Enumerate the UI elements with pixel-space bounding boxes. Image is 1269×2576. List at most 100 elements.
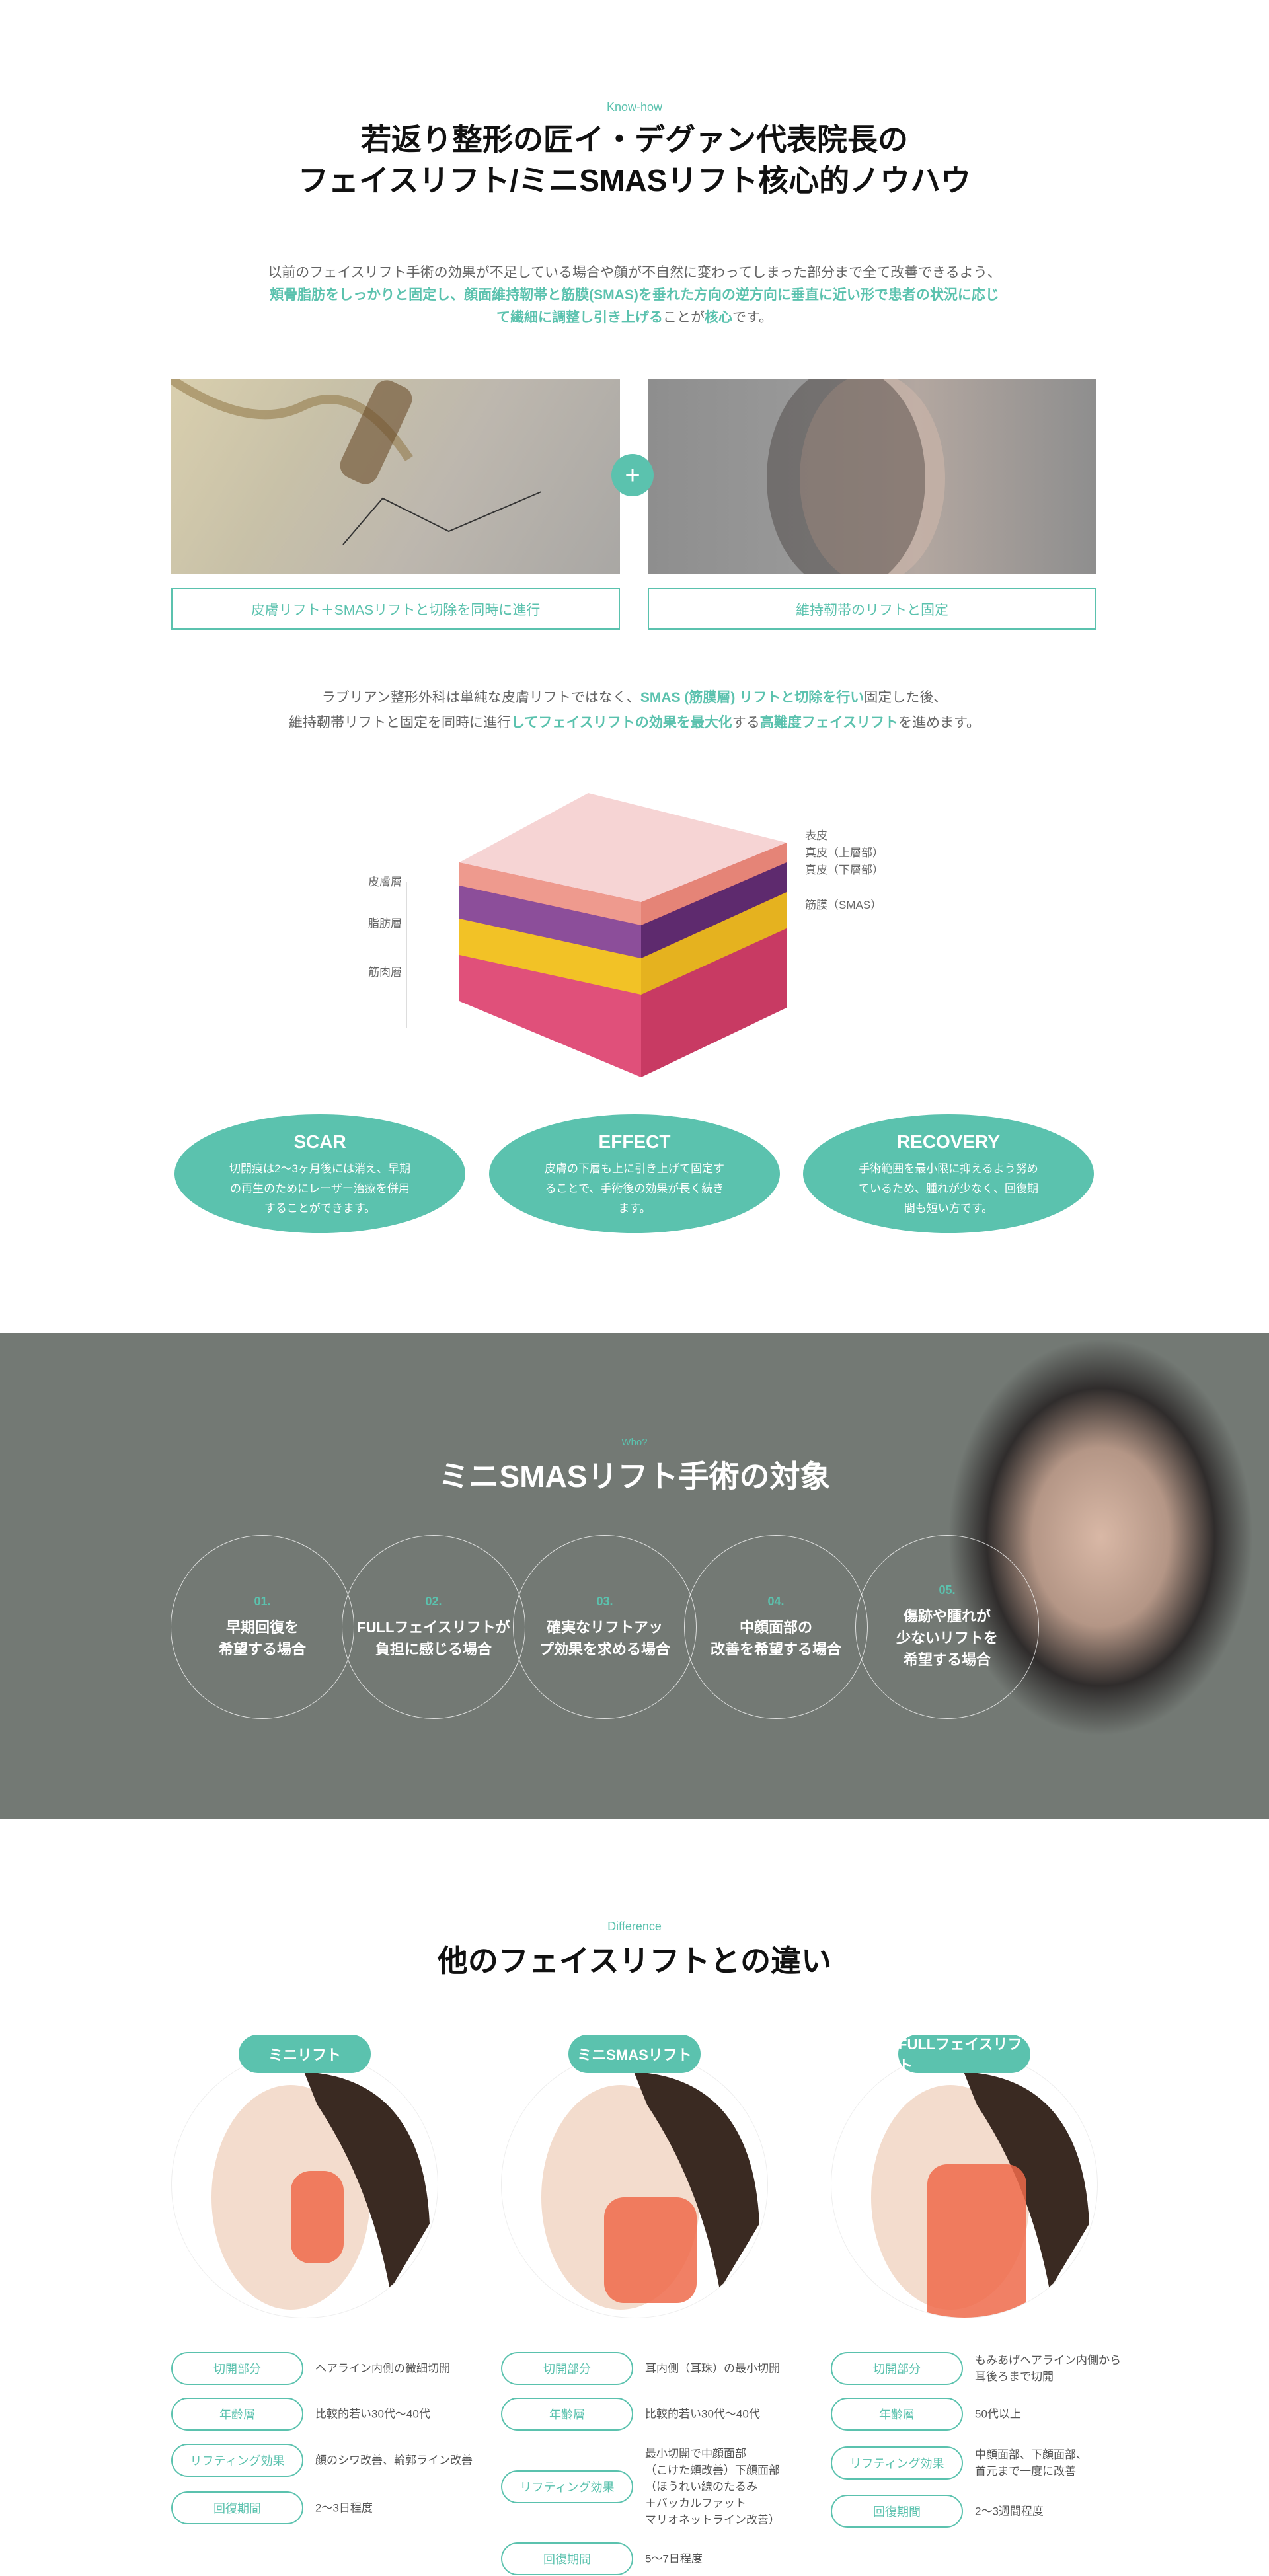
item-number: 05. [939, 1583, 956, 1597]
row-value: 5～7日程度 [645, 2552, 703, 2565]
item-text: 早期回復を [225, 1618, 299, 1636]
row-value: 耳内側（耳珠）の最小切開 [645, 2362, 780, 2375]
knowhow-description: ラブリアン整形外科は単純な皮膚リフトではなく、SMAS (筋膜層) リフトと切除… [0, 685, 1269, 736]
knowhow-eyebrow: Know-how [606, 100, 663, 114]
who-section: Who? ミニSMASリフト手術の対象 01. 早期回復を希望する場合 02. FU… [0, 1333, 1269, 1819]
sketch-illustration [171, 379, 542, 545]
item-text: 傷跡や腫れが [903, 1608, 991, 1624]
item-text: 負担に感じる場合 [375, 1640, 492, 1657]
who-title: ミニSMASリフト手術の対象 [438, 1459, 831, 1494]
card-effect: EFFECT 皮膚の下層も上に引き上げて固定することで、手術後の効果が長く続きます… [489, 1114, 780, 1233]
row-label: 切開部分 [831, 2352, 963, 2385]
item-text: 改善を希望する場合 [710, 1640, 841, 1657]
card-recovery: RECOVERY 手術範囲を最小限に抑えるよう努めているため、腫れが少なく、回復期… [803, 1114, 1094, 1233]
row-label: 切開部分 [171, 2352, 303, 2385]
item-text: プ効果を求める場合 [539, 1640, 670, 1657]
target-item-01: 01. 早期回復を希望する場合 [171, 1535, 354, 1719]
difference-title: 他のフェイスリフトとの違い [437, 1944, 832, 1978]
row-label: 回復期間 [501, 2542, 633, 2575]
item-text: 希望する場合 [218, 1640, 306, 1657]
card-desc: 手術範囲を最小限に抑えるよう努めているため、腫れが少なく、回復期間も短い方です。 [859, 1162, 1038, 1215]
card-desc: 皮膚の下層も上に引き上げて固定することで、手術後の効果が長く続きます。 [545, 1162, 724, 1215]
intro-text: です。 [732, 310, 773, 325]
target-item-02: 02. FULLフェイスリフトが負担に感じる場合 [342, 1535, 525, 1719]
knowhow-intro: 以前のフェイスリフト手術の効果が不足している場合や顔が不自然に変わってしまった部… [0, 262, 1269, 329]
intro-highlight: て繊細に調整し引き上げる [496, 310, 664, 325]
item-number: 02. [425, 1594, 442, 1608]
intro-text: ことが [663, 310, 705, 325]
card-desc: 切開痕は2～3ヶ月後には消え、早期の再生のためにレーザー治療を併用することができ… [229, 1162, 410, 1215]
desc-text: 固定した後、 [864, 690, 948, 705]
face-anatomy-photo [648, 379, 1096, 574]
label-fat-layer: 脂肪層 [368, 917, 402, 930]
lift-type-pill: FULLフェイスリフト [898, 2035, 1030, 2074]
title-line-2: フェイスリフト/ミニSMASリフト核心的ノウハウ [297, 163, 972, 198]
bracket-line [406, 882, 407, 1028]
row-value: 50代以上 [975, 2407, 1021, 2421]
target-item-04: 04.中顔面部の改善を希望する場合 [684, 1535, 868, 1719]
item-number: 03. [596, 1594, 613, 1608]
label-epidermis: 表皮 [805, 829, 827, 842]
row-label: 年齢層 [171, 2398, 303, 2431]
row-value: 比較的若い30代～40代 [645, 2407, 760, 2421]
intro-line-3: て繊細に調整し引き上げることが核心です。 [0, 307, 1269, 329]
title-line-1: 若返り整形の匠イ・デグァン代表院長の [361, 122, 908, 157]
row-value: ヘアライン内側の微細切開 [315, 2362, 450, 2375]
who-eyebrow: Who? [621, 1437, 648, 1448]
label-muscle-layer: 筋肉層 [368, 966, 402, 979]
row-label: リフティング効果 [501, 2470, 633, 2503]
row-label: 年齢層 [831, 2398, 963, 2431]
desc-highlight: してフェイスリフトの効果を最大化 [510, 715, 732, 730]
skin-layer-diagram [456, 793, 787, 1077]
target-item-03: 03. 確実なリフトアップ効果を求める場合 [513, 1535, 697, 1719]
row-value: 顔のシワ改善、輪郭ライン改善 [315, 2454, 473, 2467]
row-value: 2～3日程度 [315, 2501, 373, 2515]
lift-type-pill: ミニSMASリフト [568, 2035, 701, 2073]
desc-line-2: 維持靭帯リフトと固定を同時に進行してフェイスリフトの効果を最大化する高難度フェイ… [0, 710, 1269, 736]
item-text: 確実なリフトアッ [546, 1618, 663, 1636]
intro-line-2: 頬骨脂肪をしっかりと固定し、顔面維持靭帯と筋膜(SMAS)を垂れた方向の逆方向に… [270, 287, 999, 303]
row-label: 切開部分 [501, 2352, 633, 2385]
row-value: 2～3週間程度 [975, 2505, 1044, 2518]
label-smas: 筋膜（SMAS） [805, 899, 882, 911]
row-label: 年齢層 [501, 2398, 633, 2431]
target-item-05: 05.傷跡や腫れが少ないリフトを希望する場合 [855, 1535, 1039, 1719]
card-title: EFFECT [598, 1131, 671, 1152]
card-title: SCAR [293, 1131, 346, 1152]
item-text: 中顔面部の [739, 1618, 812, 1636]
card-title: RECOVERY [896, 1131, 1001, 1152]
row-label: リフティング効果 [171, 2444, 303, 2477]
row-label: 回復期間 [171, 2491, 303, 2524]
row-value: 比較的若い30代～40代 [315, 2407, 430, 2421]
item-number: 01. [254, 1594, 271, 1608]
face-illustration [767, 379, 945, 574]
caption-skin-smas-lift: 皮膚リフト＋SMASリフトと切除を同時に進行 [171, 588, 620, 630]
desc-text: ラブリアン整形外科は単純な皮膚リフトではなく、 [321, 690, 640, 705]
desc-line-1: ラブリアン整形外科は単純な皮膚リフトではなく、SMAS (筋膜層) リフトと切除… [0, 685, 1269, 710]
face-lift-illustration [212, 2072, 430, 2310]
plus-icon: + [611, 454, 654, 496]
face-lift-illustration [871, 2072, 1089, 2318]
row-value: 最小切開で中顔面部 （こけた頬改善）下顔面部 （ほうれい線のたるみ ＋バッカルフ… [645, 2447, 780, 2526]
intro-highlight: 核心 [705, 310, 733, 325]
row-label: リフティング効果 [831, 2446, 963, 2480]
face-lift-illustration [541, 2072, 759, 2310]
desc-highlight: SMAS (筋膜層) リフトと切除を行い [640, 690, 865, 705]
face-illustration [831, 2051, 1098, 2318]
face-illustration [171, 2051, 438, 2318]
knowhow-title: 若返り整形の匠イ・デグァン代表院長の フェイスリフト/ミニSMASリフト核心的ノ… [0, 119, 1269, 201]
card-scar: SCAR 切開痕は2～3ヶ月後には消え、早期の再生のためにレーザー治療を併用するこ… [174, 1114, 465, 1233]
label-dermis-lower: 真皮（下層部） [805, 864, 884, 876]
difference-eyebrow: Difference [607, 1920, 662, 1933]
row-value: 中顔面部、下顔面部、 首元まで一度に改善 [975, 2448, 1087, 2478]
item-text: 少ないリフトを [896, 1630, 998, 1646]
label-dermis-upper: 真皮（上層部） [805, 847, 884, 859]
row-label: 回復期間 [831, 2495, 963, 2528]
item-text: FULLフェイスリフトが [357, 1618, 510, 1636]
surgeon-drawing-photo [171, 379, 620, 574]
desc-text: する [732, 715, 760, 730]
label-skin-layer: 皮膚層 [368, 876, 402, 888]
desc-highlight: 高難度フェイスリフト [759, 715, 899, 730]
skin-cube-illustration [459, 793, 787, 1077]
intro-line-1: 以前のフェイスリフト手術の効果が不足している場合や顔が不自然に変わってしまった部… [268, 265, 1001, 280]
